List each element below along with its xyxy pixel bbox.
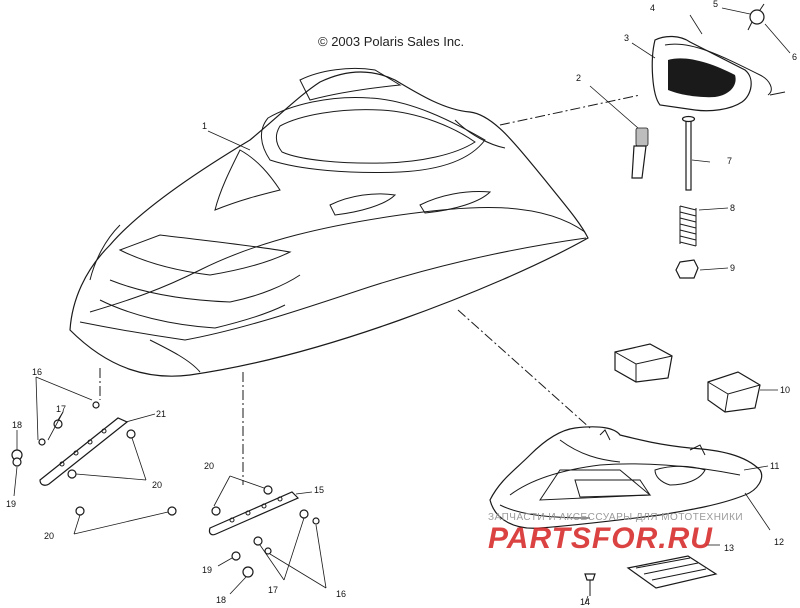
grille-and-screw [584,544,720,605]
callout-1: 1 [202,121,208,131]
callout-6: 6 [792,52,798,62]
callout-14: 14 [580,597,591,607]
callout-7: 7 [727,156,733,166]
callout-20-top: 20 [204,461,215,471]
right-bracket-assembly [208,475,327,595]
callout-17-right: 17 [268,585,279,595]
lower-console [489,426,763,529]
callout-8: 8 [730,203,736,213]
callout-17-left: 17 [56,404,67,414]
watermark-tagline: ЗАПЧАСТИ И АКСЕССУАРЫ ДЛЯ МОТОТЕХНИКИ [488,512,744,523]
callout-4: 4 [650,3,656,13]
callout-9: 9 [730,263,736,273]
callout-5: 5 [713,0,719,9]
callout-15: 15 [314,485,325,495]
headlight-assembly [631,3,791,112]
callout-18-left: 18 [12,420,23,430]
callout-16-right: 16 [336,589,347,599]
callout-3: 3 [624,33,630,43]
callout-19-left: 19 [6,499,17,509]
watermark-logo: PARTSFOR.RU [488,522,713,555]
callout-20-left: 20 [152,480,163,490]
callout-20-bottom: 20 [44,531,55,541]
callout-18-right: 18 [216,595,227,605]
callout-11: 11 [770,461,780,471]
spring [679,205,697,247]
callout-16-left: 16 [32,367,43,377]
callout-13: 13 [724,543,735,553]
callout-19-right: 19 [202,565,213,575]
foam-pads [614,343,778,413]
headlight-adjuster-parts [589,85,729,279]
callout-21: 21 [156,409,167,419]
left-bracket-assembly [11,376,177,535]
hood-assembly [69,67,589,377]
callout-12: 12 [774,537,785,547]
callout-2: 2 [576,73,582,83]
copyright-notice: © 2003 Polaris Sales Inc. [318,34,465,49]
callout-10: 10 [780,385,791,395]
